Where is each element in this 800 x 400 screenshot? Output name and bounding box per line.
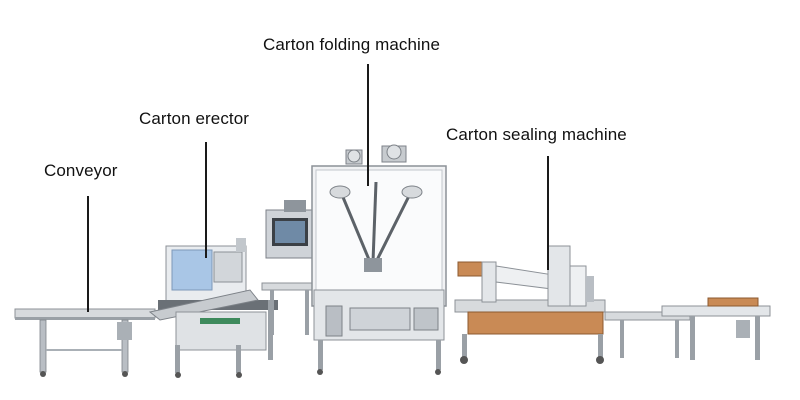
outfeed-conveyor [604, 297, 771, 360]
carton-folding-machine-label: Carton folding machine [263, 35, 441, 54]
carton-erector-label: Carton erector [139, 109, 250, 128]
carton-erector-machine [148, 238, 278, 378]
conveyor-label: Conveyor [44, 161, 118, 180]
transfer-conveyor [261, 282, 318, 335]
carton-folding-machine [265, 144, 447, 375]
carton-sealing-machine-label: Carton sealing machine [446, 125, 627, 144]
conveyor-machine [14, 308, 156, 377]
carton-sealing-machine [454, 245, 606, 364]
